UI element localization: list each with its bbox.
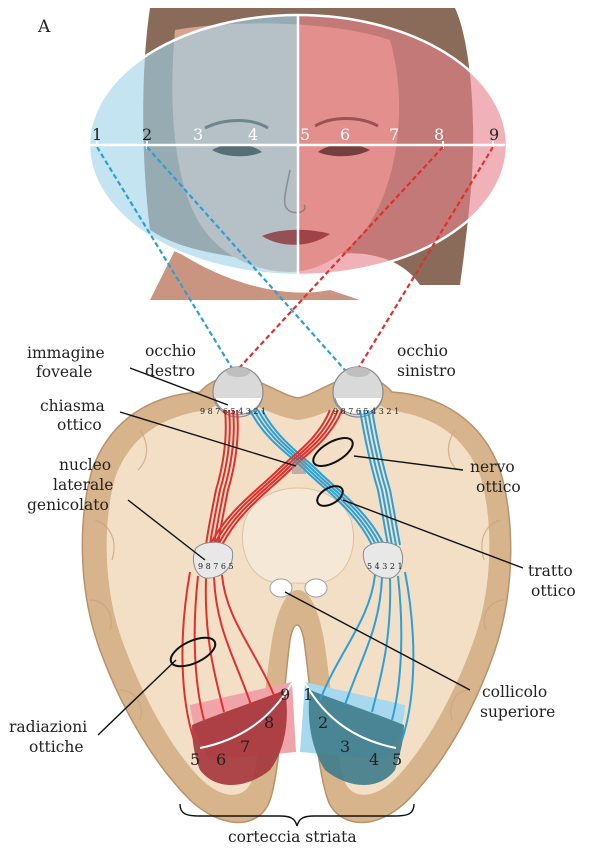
label-nucleo-line2: laterale	[53, 476, 113, 494]
field-number-6: 6	[340, 125, 350, 144]
lgn-right-numbers: 5 4 3 2 1	[367, 562, 403, 571]
cortex-number-1: 1	[303, 685, 313, 704]
label-immagine-foveale-line2: foveale	[36, 363, 92, 381]
field-number-5: 5	[300, 125, 310, 144]
label-chiasma-ottico-line1: chiasma	[40, 397, 105, 415]
field-number-9: 9	[489, 125, 499, 144]
field-number-3: 3	[193, 125, 203, 144]
label-tratto-ottico-line2: ottico	[531, 582, 576, 600]
label-immagine-foveale: immagine foveale	[27, 344, 105, 381]
superior-colliculus-right	[305, 579, 327, 597]
cortex-number-5-left: 5	[190, 750, 200, 769]
label-corteccia-striata: corteccia striata	[228, 828, 357, 846]
label-nervo-ottico-line1: nervo	[470, 458, 515, 476]
label-collicolo-superiore: collicolo superiore	[480, 683, 555, 721]
label-chiasma-ottico: chiasma ottico	[40, 397, 105, 434]
field-number-7: 7	[389, 125, 399, 144]
cortex-number-2: 2	[318, 713, 328, 732]
label-occhio-sinistro-line1: occhio	[397, 342, 448, 360]
label-chiasma-ottico-line2: ottico	[57, 416, 102, 434]
field-number-8: 8	[434, 125, 444, 144]
label-radiazioni-line1: radiazioni	[9, 718, 87, 736]
label-nucleo-line1: nucleo	[59, 456, 111, 474]
brain-section: 9 8 7 6 5 4 3 2 1 9 8 7 6 5 4 3 2 1 9 8 …	[82, 367, 510, 822]
left-lens	[346, 367, 370, 377]
field-number-1: 1	[92, 125, 102, 144]
visual-field-panel: A 1 2 3 4 5 6 7 8 9	[37, 8, 518, 300]
field-number-4: 4	[248, 125, 258, 144]
chiasm-crossing	[292, 460, 306, 474]
label-nucleo-laterale-genicolato: nucleo laterale genicolato	[27, 456, 113, 514]
label-tratto-ottico-line1: tratto	[528, 562, 573, 580]
lgn-left-numbers: 9 8 7 6 5	[198, 562, 234, 571]
label-occhio-destro: occhio destro	[145, 342, 196, 380]
label-radiazioni-line2: ottiche	[29, 738, 84, 756]
label-tratto-ottico: tratto ottico	[528, 562, 576, 600]
label-nucleo-line3: genicolato	[27, 496, 109, 514]
cortex-number-6: 6	[216, 750, 226, 769]
label-collicolo-line1: collicolo	[482, 683, 547, 701]
right-eye-retina-numbers: 9 8 7 6 5 4 3 2 1	[200, 407, 266, 416]
cortex-number-7: 7	[240, 737, 250, 756]
label-occhio-sinistro: occhio sinistro	[397, 342, 456, 380]
label-radiazioni-ottiche: radiazioni ottiche	[9, 718, 87, 756]
label-occhio-sinistro-line2: sinistro	[397, 362, 456, 380]
label-immagine-foveale-line1: immagine	[27, 344, 105, 362]
label-nervo-ottico-line2: ottico	[476, 478, 521, 496]
left-eye-retina-numbers: 9 8 7 6 5 4 3 2 1	[333, 407, 399, 416]
cortex-number-8: 8	[264, 713, 274, 732]
right-lens	[226, 367, 250, 377]
cortex-number-5-right: 5	[392, 750, 402, 769]
label-collicolo-line2: superiore	[480, 703, 555, 721]
cortex-number-9: 9	[280, 685, 290, 704]
label-occhio-destro-line2: destro	[145, 362, 195, 380]
cortex-number-4: 4	[369, 750, 379, 769]
panel-label: A	[37, 17, 51, 37]
cortex-number-3: 3	[340, 737, 350, 756]
field-number-2: 2	[142, 125, 152, 144]
label-occhio-destro-line1: occhio	[145, 342, 196, 360]
central-structure	[243, 488, 354, 583]
